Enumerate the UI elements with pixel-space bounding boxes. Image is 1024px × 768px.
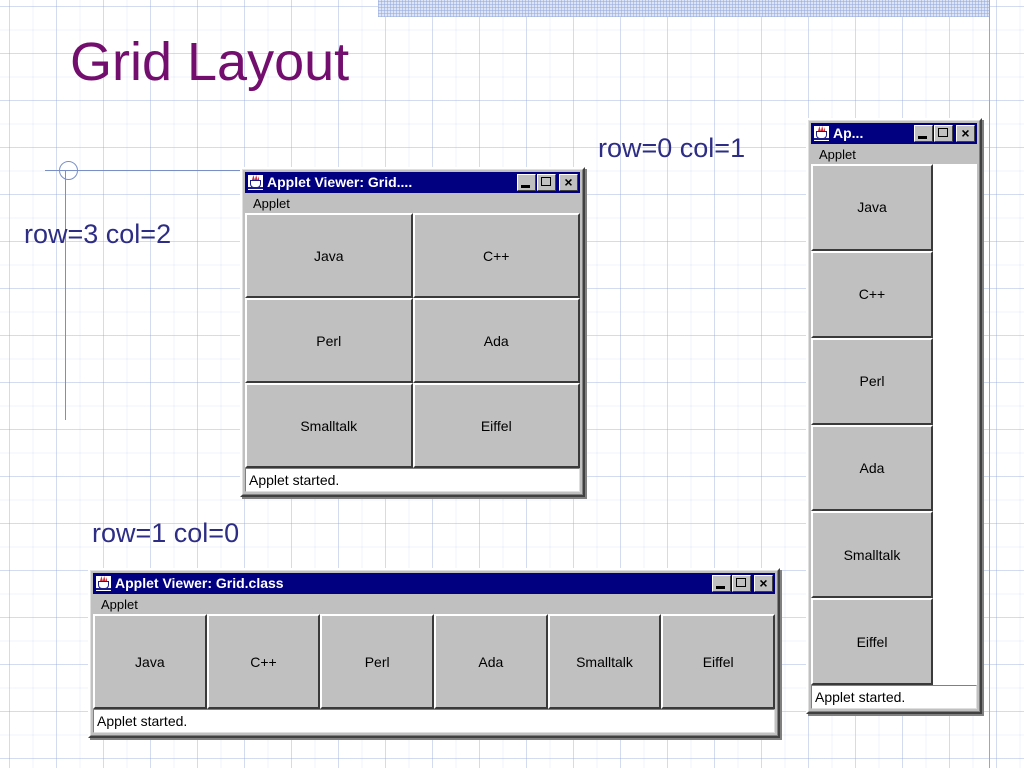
grid-button[interactable]: Perl bbox=[245, 298, 413, 383]
grid-button[interactable]: Java bbox=[93, 614, 207, 709]
window-controls[interactable]: × bbox=[914, 125, 975, 142]
menu-bar[interactable]: Applet bbox=[93, 594, 775, 614]
applet-canvas: Java C++ Perl Ada Smalltalk Eiffel bbox=[245, 213, 580, 468]
close-icon[interactable]: × bbox=[754, 575, 773, 592]
annotation-row0-col1: row=0 col=1 bbox=[598, 133, 746, 163]
applet-window-6x1[interactable]: Ap... × Applet Java C++ Perl Ada Smallta… bbox=[806, 118, 982, 714]
guide-horizontal-line bbox=[45, 170, 390, 171]
grid-button[interactable]: Ada bbox=[412, 298, 580, 383]
title-bar[interactable]: Ap... × bbox=[811, 123, 977, 144]
grid-button[interactable]: Java bbox=[811, 164, 933, 251]
right-margin-line bbox=[989, 0, 990, 768]
window-controls[interactable]: × bbox=[712, 575, 773, 592]
grid-button[interactable]: C++ bbox=[206, 614, 321, 709]
grid-button[interactable]: Eiffel bbox=[412, 383, 580, 468]
java-cup-icon bbox=[247, 174, 264, 191]
close-icon[interactable]: × bbox=[559, 174, 578, 191]
maximize-icon[interactable] bbox=[537, 174, 556, 191]
guide-circle-marker bbox=[59, 161, 78, 180]
status-bar: Applet started. bbox=[93, 709, 775, 733]
title-bar[interactable]: Applet Viewer: Grid.class × bbox=[93, 573, 775, 594]
grid-button[interactable]: Ada bbox=[433, 614, 548, 709]
grid-button[interactable]: Eiffel bbox=[811, 598, 933, 685]
minimize-icon[interactable] bbox=[517, 174, 536, 191]
grid-button[interactable]: Smalltalk bbox=[547, 614, 662, 709]
grid-button[interactable]: C++ bbox=[811, 250, 933, 338]
grid-button[interactable]: Perl bbox=[811, 337, 933, 425]
menu-bar[interactable]: Applet bbox=[245, 193, 580, 213]
grid-button[interactable]: C++ bbox=[412, 213, 580, 298]
maximize-icon[interactable] bbox=[934, 125, 953, 142]
guide-vertical-line bbox=[65, 170, 66, 420]
status-bar: Applet started. bbox=[245, 468, 580, 492]
window-title: Ap... bbox=[833, 125, 864, 141]
applet-canvas: Java C++ Perl Ada Smalltalk Eiffel bbox=[811, 164, 977, 685]
menu-item-applet[interactable]: Applet bbox=[253, 195, 290, 211]
window-controls[interactable]: × bbox=[517, 174, 578, 191]
grid-button[interactable]: Perl bbox=[320, 614, 434, 709]
grid-button[interactable]: Smalltalk bbox=[811, 511, 933, 599]
menu-bar[interactable]: Applet bbox=[811, 144, 977, 164]
window-inner-frame: Applet Viewer: Grid.class × Applet Java … bbox=[90, 570, 778, 736]
menu-item-applet[interactable]: Applet bbox=[819, 146, 856, 162]
title-bar[interactable]: Applet Viewer: Grid.... × bbox=[245, 172, 580, 193]
grid-button[interactable]: Eiffel bbox=[661, 614, 775, 709]
window-title: Applet Viewer: Grid.class bbox=[115, 575, 284, 591]
grid-button[interactable]: Smalltalk bbox=[245, 383, 413, 468]
java-cup-icon bbox=[95, 575, 112, 592]
applet-canvas: Java C++ Perl Ada Smalltalk Eiffel bbox=[93, 614, 775, 709]
window-inner-frame: Applet Viewer: Grid.... × Applet Java C+… bbox=[242, 169, 583, 495]
menu-item-applet[interactable]: Applet bbox=[101, 596, 138, 612]
applet-empty-space bbox=[933, 164, 977, 685]
maximize-icon[interactable] bbox=[732, 575, 751, 592]
applet-window-1x6[interactable]: Applet Viewer: Grid.class × Applet Java … bbox=[88, 568, 780, 738]
window-inner-frame: Ap... × Applet Java C++ Perl Ada Smallta… bbox=[808, 120, 980, 712]
grid-layout-1x6: Java C++ Perl Ada Smalltalk Eiffel bbox=[93, 614, 775, 709]
status-bar: Applet started. bbox=[811, 685, 977, 709]
java-cup-icon bbox=[813, 125, 830, 142]
annotation-row1-col0: row=1 col=0 bbox=[92, 518, 240, 548]
grid-layout-6x1: Java C++ Perl Ada Smalltalk Eiffel bbox=[811, 164, 933, 685]
page-title: Grid Layout bbox=[70, 32, 350, 92]
minimize-icon[interactable] bbox=[914, 125, 933, 142]
applet-window-3x2[interactable]: Applet Viewer: Grid.... × Applet Java C+… bbox=[240, 167, 585, 497]
grid-button[interactable]: Ada bbox=[811, 424, 933, 512]
minimize-icon[interactable] bbox=[712, 575, 731, 592]
window-title: Applet Viewer: Grid.... bbox=[267, 174, 413, 190]
grid-button[interactable]: Java bbox=[245, 213, 413, 298]
grid-layout-3x2: Java C++ Perl Ada Smalltalk Eiffel bbox=[245, 213, 580, 468]
annotation-row3-col2: row=3 col=2 bbox=[24, 219, 172, 249]
close-icon[interactable]: × bbox=[956, 125, 975, 142]
top-decorative-band bbox=[378, 0, 989, 17]
